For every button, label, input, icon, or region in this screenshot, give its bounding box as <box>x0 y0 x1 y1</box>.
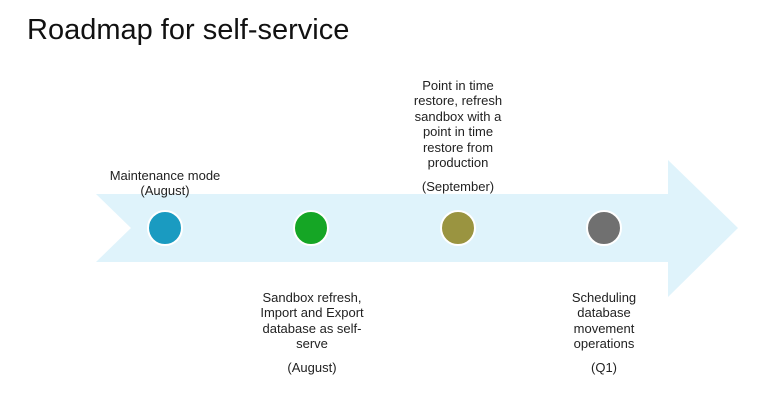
milestone-text: Scheduling database movement operations <box>571 289 637 352</box>
milestone-date: (August) <box>140 183 190 198</box>
milestone-text: Sandbox refresh, Import and Export datab… <box>260 289 364 352</box>
milestone-date: (September) <box>421 178 495 194</box>
milestone-dot-scheduling-operations <box>586 210 622 246</box>
timeline-arrow-shape <box>96 160 738 297</box>
milestone-label-point-in-time-restore: Point in time restore, refresh sandbox w… <box>398 62 518 210</box>
milestone-label-sandbox-refresh: Sandbox refresh, Import and Export datab… <box>246 274 378 391</box>
page-title: Roadmap for self-service <box>27 14 350 46</box>
milestone-label-scheduling-operations: Scheduling database movement operations … <box>549 274 659 391</box>
milestone-text: Point in time restore, refresh sandbox w… <box>413 77 503 171</box>
milestone-text: Maintenance mode <box>109 167 221 183</box>
milestone-label-maintenance-mode: Maintenance mode (August) <box>95 152 235 214</box>
milestone-dot-maintenance-mode <box>147 210 183 246</box>
milestone-dot-sandbox-refresh <box>293 210 329 246</box>
milestone-date: (Q1) <box>591 359 617 375</box>
milestone-dot-point-in-time-restore <box>440 210 476 246</box>
milestone-date: (August) <box>287 359 337 375</box>
